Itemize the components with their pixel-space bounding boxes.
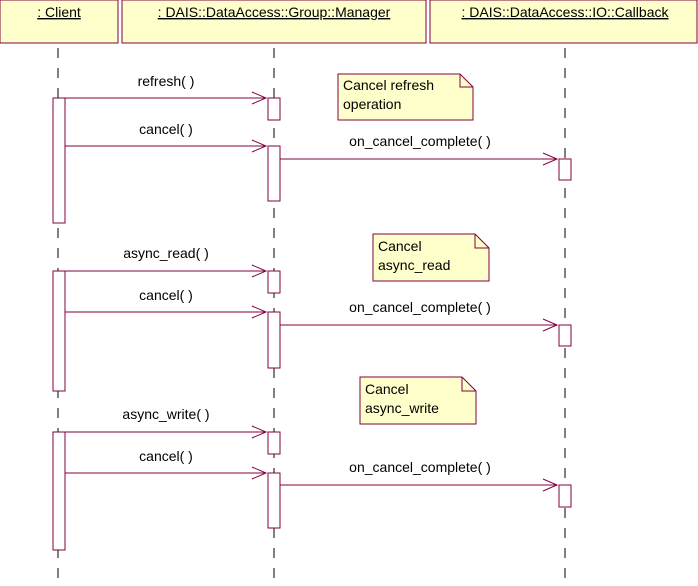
note-2-line-2: async_read bbox=[378, 257, 450, 273]
activation-manager-6 bbox=[267, 472, 281, 529]
lifeline-manager-box bbox=[121, 0, 427, 44]
note-3-line-1: Cancel bbox=[365, 381, 409, 397]
note-2[interactable]: Cancel async_read bbox=[372, 233, 490, 282]
note-1-fold bbox=[459, 74, 473, 88]
lifeline-manager[interactable]: : DAIS::DataAccess::Group::Manager bbox=[121, 0, 427, 44]
lifeline-client-box bbox=[0, 0, 119, 44]
message-on-cancel-complete-1-label: on_cancel_complete( ) bbox=[349, 133, 491, 149]
message-async-write-arrowhead bbox=[251, 425, 268, 439]
message-cancel-3-label: cancel( ) bbox=[139, 448, 193, 464]
lifeline-client-label: : Client bbox=[37, 4, 81, 20]
message-async-write-label: async_write( ) bbox=[122, 406, 209, 422]
note-3-fold bbox=[461, 377, 476, 392]
message-cancel-2-label: cancel( ) bbox=[139, 287, 193, 303]
message-on-cancel-complete-3-label: on_cancel_complete( ) bbox=[349, 459, 491, 475]
activation-manager-3 bbox=[267, 270, 281, 294]
activation-callback-2 bbox=[558, 324, 572, 347]
message-async-read-arrowhead bbox=[251, 264, 268, 278]
message-on-cancel-complete-3-arrowhead bbox=[542, 478, 559, 492]
note-2-line-1: Cancel bbox=[378, 238, 422, 254]
message-cancel-1-arrowhead bbox=[251, 139, 268, 153]
activation-callback-1 bbox=[558, 158, 572, 181]
message-on-cancel-complete-2-label: on_cancel_complete( ) bbox=[349, 299, 491, 315]
note-2-fold bbox=[474, 234, 489, 249]
activation-manager-5 bbox=[267, 431, 281, 455]
activation-client-3 bbox=[52, 431, 66, 551]
lifeline-client[interactable]: : Client bbox=[0, 0, 119, 44]
activation-manager-4 bbox=[267, 311, 281, 369]
note-3-line-2: async_write bbox=[365, 400, 439, 416]
lifeline-callback-label: : DAIS::DataAccess::IO::Callback bbox=[462, 4, 670, 20]
message-refresh-label: refresh( ) bbox=[138, 73, 195, 89]
message-cancel-3-arrowhead bbox=[251, 466, 268, 480]
note-3[interactable]: Cancel async_write bbox=[359, 376, 477, 425]
note-1-line-2: operation bbox=[343, 96, 401, 112]
message-async-read-label: async_read( ) bbox=[123, 245, 209, 261]
note-2-box bbox=[372, 233, 490, 282]
message-on-cancel-complete-1-arrowhead bbox=[542, 152, 559, 166]
activation-callback-3 bbox=[558, 484, 572, 508]
activation-client-1 bbox=[52, 97, 66, 224]
activation-manager-2 bbox=[267, 145, 281, 202]
message-cancel-1-label: cancel( ) bbox=[139, 121, 193, 137]
lifeline-callback[interactable]: : DAIS::DataAccess::IO::Callback bbox=[429, 0, 698, 44]
activation-manager-1 bbox=[267, 97, 281, 121]
note-3-box bbox=[359, 376, 477, 425]
activation-client-2 bbox=[52, 270, 66, 392]
lifeline-callback-box bbox=[429, 0, 698, 44]
note-1[interactable]: Cancel refresh operation bbox=[337, 73, 474, 121]
message-on-cancel-complete-2-arrowhead bbox=[542, 318, 559, 332]
message-refresh-arrowhead bbox=[251, 91, 268, 105]
lifeline-manager-label: : DAIS::DataAccess::Group::Manager bbox=[158, 4, 391, 20]
note-1-box bbox=[337, 73, 474, 121]
message-cancel-2-arrowhead bbox=[251, 305, 268, 319]
note-1-line-1: Cancel refresh bbox=[343, 77, 434, 93]
